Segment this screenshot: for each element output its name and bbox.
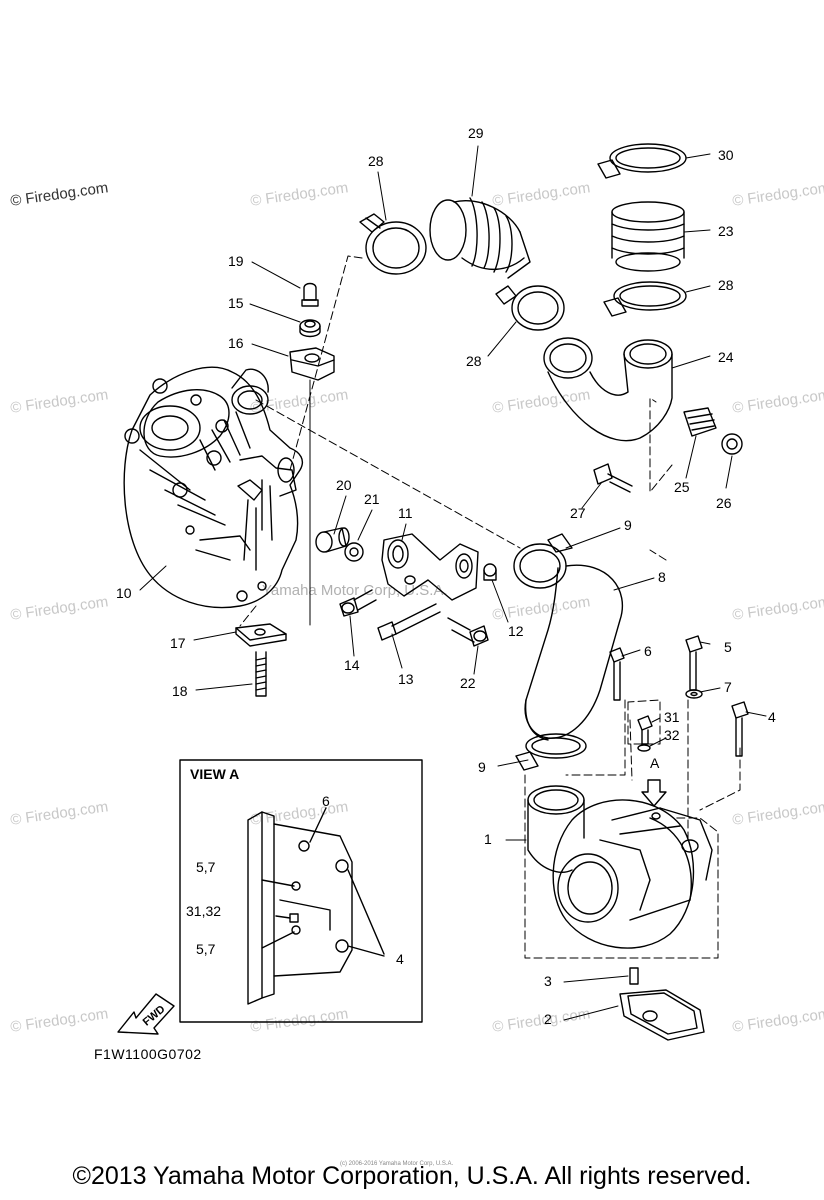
callout-15: 15 xyxy=(228,295,244,311)
callout-6: 6 xyxy=(644,643,652,659)
washer-part xyxy=(685,689,703,699)
screw-part xyxy=(637,715,653,745)
callout-32: 32 xyxy=(664,727,680,743)
washer-part xyxy=(637,744,651,752)
callout-31: 31 xyxy=(664,709,680,725)
bracket-part xyxy=(235,623,287,647)
bolt-part xyxy=(685,635,703,691)
compressor-housing-part xyxy=(527,785,713,949)
callout-9-lower: 9 xyxy=(478,759,486,775)
gasket-part xyxy=(619,989,705,1041)
cap-part xyxy=(301,282,319,307)
callout-21: 21 xyxy=(364,491,380,507)
forward-arrow xyxy=(117,993,175,1035)
callout-22: 22 xyxy=(460,675,476,691)
callout-17: 17 xyxy=(170,635,186,651)
callout-30: 30 xyxy=(718,147,734,163)
view-a-callout-5-7-lower: 5,7 xyxy=(196,941,216,957)
callout-3: 3 xyxy=(544,973,552,989)
callout-5: 5 xyxy=(724,639,732,655)
callout-29: 29 xyxy=(468,125,484,141)
callout-25: 25 xyxy=(674,479,690,495)
callout-18: 18 xyxy=(172,683,188,699)
bolt-part xyxy=(609,647,625,701)
view-a-box xyxy=(179,759,423,1023)
grommet-part xyxy=(289,347,335,381)
callout-20: 20 xyxy=(336,477,352,493)
view-a-arrow xyxy=(641,779,667,807)
cap-part xyxy=(721,433,743,455)
exhaust-manifold-part xyxy=(123,366,304,609)
callout-13: 13 xyxy=(398,671,414,687)
callout-19: 19 xyxy=(228,253,244,269)
elbow-hose-part xyxy=(543,337,673,442)
tiny-credit: (c) 2006-2016 Yamaha Motor Corp, U.S.A. xyxy=(340,1161,454,1167)
dowel-pin-part xyxy=(629,967,639,985)
hose-clamp-part xyxy=(515,733,587,771)
reference-lines xyxy=(239,255,741,959)
view-a-title: VIEW A xyxy=(190,766,240,782)
view-a-callout-4: 4 xyxy=(396,951,404,967)
callout-24: 24 xyxy=(718,349,734,365)
o-ring-part xyxy=(344,542,364,562)
bolt-part xyxy=(731,701,749,757)
bolt-short-part xyxy=(339,589,377,617)
view-a-callout-5-7-upper: 5,7 xyxy=(196,859,216,875)
callout-4: 4 xyxy=(768,709,776,725)
callout-27: 27 xyxy=(570,505,586,521)
stud-bolt-part xyxy=(255,651,267,697)
copyright-notice: ©2013 Yamaha Motor Corporation, U.S.A. A… xyxy=(72,1162,752,1190)
bolt-part xyxy=(593,463,633,493)
callout-28-middle: 28 xyxy=(466,353,482,369)
bolt-part xyxy=(447,617,489,647)
callout-28-top: 28 xyxy=(368,153,384,169)
callout-26: 26 xyxy=(716,495,732,511)
hose-clamp-part xyxy=(597,143,687,179)
hose-clamp-part xyxy=(495,285,565,331)
callout-23: 23 xyxy=(718,223,734,239)
callout-16: 16 xyxy=(228,335,244,351)
callout-28-right: 28 xyxy=(718,277,734,293)
hose-clamp-part xyxy=(513,533,573,589)
hose-clamp-part xyxy=(359,213,427,275)
view-a-callout-6: 6 xyxy=(322,793,330,809)
damper-part xyxy=(683,407,717,437)
callout-10: 10 xyxy=(116,585,132,601)
plug-part xyxy=(315,527,350,553)
callout-14: 14 xyxy=(344,657,360,673)
callout-2: 2 xyxy=(544,1011,552,1027)
callout-1: 1 xyxy=(484,831,492,847)
view-a-callout-31-32: 31,32 xyxy=(186,903,221,919)
bellows-part xyxy=(611,201,685,272)
callout-8: 8 xyxy=(658,569,666,585)
callout-labels: 1 2 3 4 5 6 7 8 9 9 10 11 12 13 14 15 16… xyxy=(116,125,776,1029)
washer-part xyxy=(299,319,321,338)
callout-12: 12 xyxy=(508,623,524,639)
callout-11: 11 xyxy=(398,505,413,521)
callout-9-upper: 9 xyxy=(624,517,632,533)
bolt-long-part xyxy=(377,603,441,641)
callout-7: 7 xyxy=(724,679,732,695)
callout-leaders xyxy=(139,145,767,1021)
arrow-a-label: A xyxy=(650,755,660,771)
pin-part xyxy=(483,563,497,581)
connector-part xyxy=(381,533,479,601)
drawing-code: F1W1100G0702 xyxy=(94,1046,202,1062)
hose-part xyxy=(524,564,624,741)
flex-hose-part xyxy=(429,197,531,279)
hose-clamp-part xyxy=(603,281,687,317)
